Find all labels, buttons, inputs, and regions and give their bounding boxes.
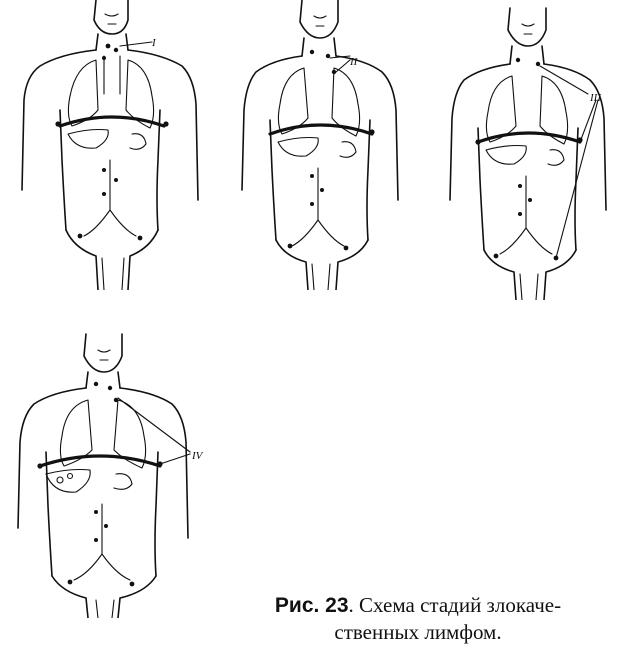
stage-label-2: II (348, 52, 372, 72)
caption-line-1: Рис. 23. Схема стадий злокаче- (228, 592, 608, 619)
svg-text:III: III (589, 92, 602, 104)
body-outline-stage-3 (432, 0, 620, 300)
figure-stage-3: III (432, 0, 620, 300)
svg-text:IV: IV (191, 450, 204, 462)
caption-line-2: ственных лимфом. (228, 619, 608, 646)
svg-text:II: II (349, 56, 359, 68)
body-outline-stage-2 (222, 0, 422, 290)
caption-text-1: . Схема стадий злокаче- (349, 593, 562, 617)
body-outline-stage-4 (0, 318, 230, 618)
svg-text:I: I (151, 37, 157, 49)
stage-label-4: IV (190, 446, 220, 466)
figure-stage-2: II (222, 0, 422, 290)
figure-caption: Рис. 23. Схема стадий злокаче- ственных … (228, 592, 608, 646)
figure-stage-4: IV (0, 318, 230, 618)
caption-number: Рис. 23 (275, 594, 349, 617)
body-outline-stage-1 (0, 0, 210, 290)
stage-label-3: III (588, 88, 618, 108)
stage-label-1: I (150, 33, 170, 53)
figure-stage-1: I (0, 0, 210, 290)
